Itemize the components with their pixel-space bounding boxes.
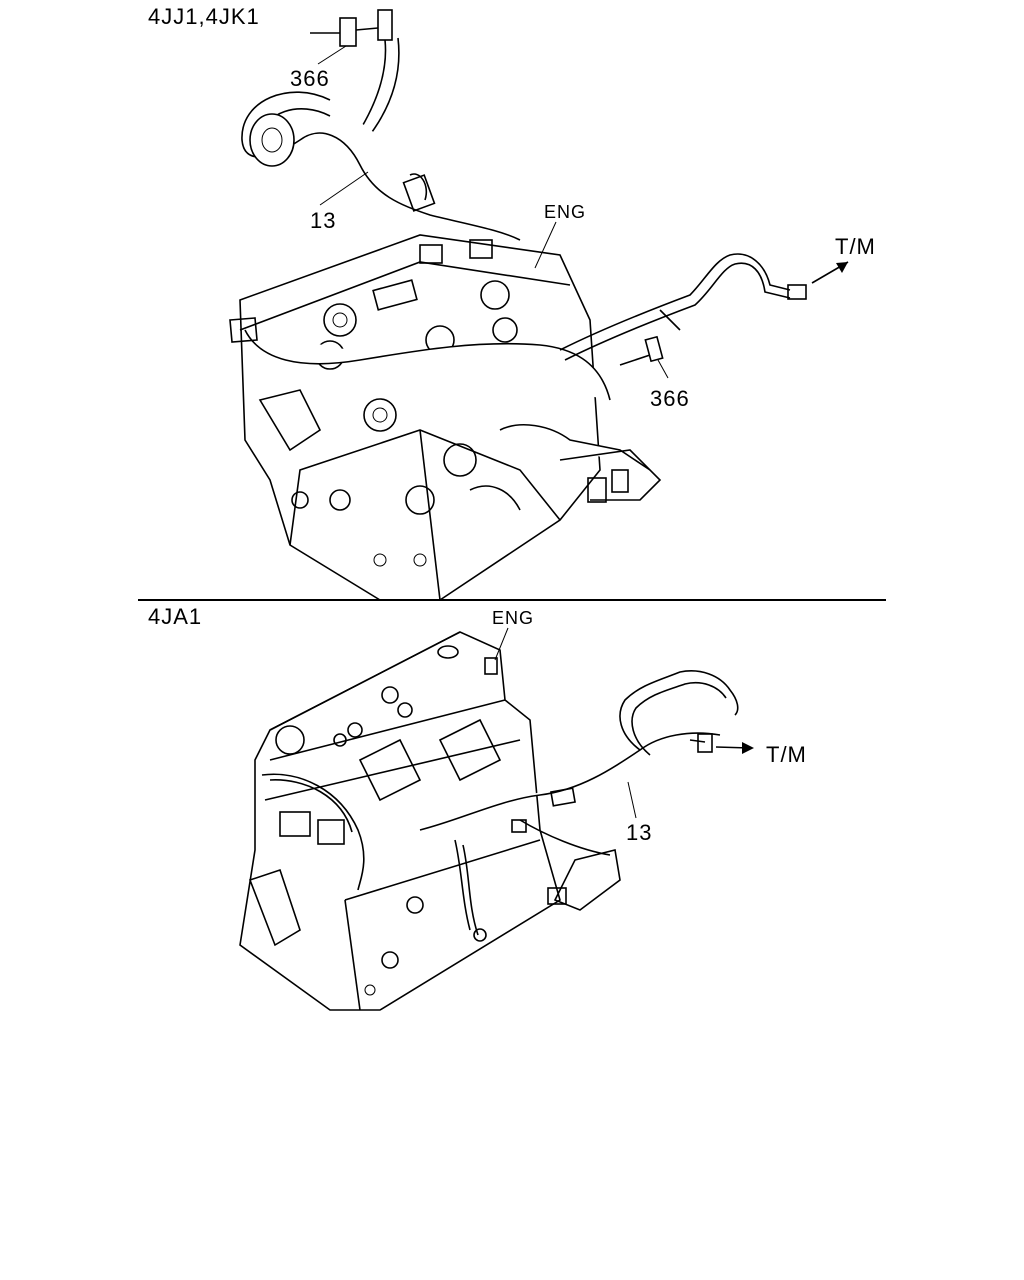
clip-part-366-upper — [310, 9, 393, 65]
leader-line-eng-bottom — [494, 627, 509, 661]
section-bottom: 4JA1 ENG — [148, 604, 807, 1011]
harness-to-tm-top — [559, 253, 807, 361]
clip-part-366-lower — [619, 335, 669, 379]
leader-line-13-bottom — [627, 781, 637, 819]
engine-block-top — [229, 234, 662, 601]
transmission-label-bottom: T/M — [766, 742, 807, 767]
leader-line-eng-top — [534, 221, 557, 269]
variant-label-top: 4JJ1,4JK1 — [148, 4, 260, 29]
arrow-right-icon-bottom — [715, 742, 754, 754]
part-label-366-upper: 366 — [290, 66, 330, 91]
transmission-label-top: T/M — [835, 234, 876, 259]
part-label-13-bottom: 13 — [626, 820, 652, 845]
engine-block-bottom — [239, 631, 561, 1011]
part-label-13-top: 13 — [310, 208, 336, 233]
arrow-right-icon-top — [811, 261, 849, 284]
harness-13-bottom — [261, 670, 739, 936]
leader-line-13-top — [319, 171, 369, 206]
section-top: 4JJ1,4JK1 366 13 ENG — [148, 4, 876, 601]
variant-label-bottom: 4JA1 — [148, 604, 202, 629]
engine-label-top: ENG — [544, 202, 586, 222]
engine-label-bottom: ENG — [492, 608, 534, 628]
harness-13-top — [241, 37, 521, 241]
part-label-366-lower: 366 — [650, 386, 690, 411]
